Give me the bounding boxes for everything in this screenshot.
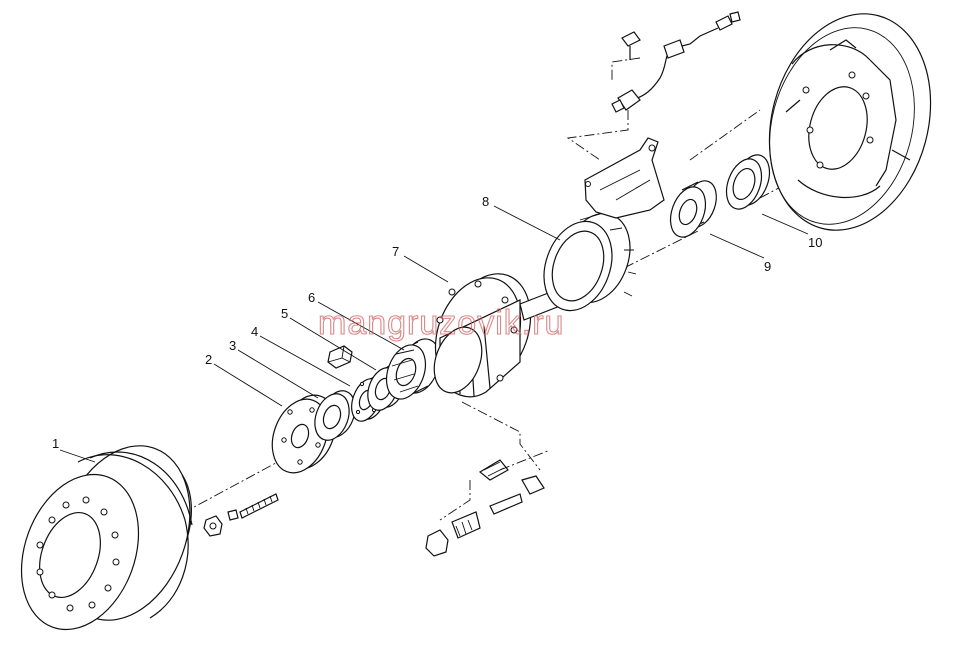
axle-flange	[271, 394, 337, 474]
callout-4: 4	[251, 324, 258, 339]
brake-drum	[20, 445, 193, 631]
sensor-bracket	[584, 137, 665, 219]
callout-7: 7	[392, 244, 399, 259]
watermark-text: mangruzovik.ru	[318, 304, 564, 342]
callout-3: 3	[229, 338, 236, 353]
backing-plate	[768, 13, 932, 231]
callout-9: 9	[764, 259, 771, 274]
callout-6: 6	[308, 290, 315, 305]
stud-leader-lines	[439, 401, 551, 521]
wheel-nut	[203, 509, 239, 537]
gasket	[314, 390, 356, 441]
callout-1: 1	[52, 436, 59, 451]
wheel-stud	[239, 493, 279, 519]
oil-seal	[725, 154, 771, 210]
abs-sensor	[611, 11, 741, 113]
callout-8: 8	[482, 194, 489, 209]
tone-ring	[543, 212, 637, 312]
stud-nuts-group	[425, 459, 545, 557]
callout-5: 5	[281, 306, 288, 321]
drum-bolt-holes	[36, 496, 120, 612]
sensor-leader-lines	[566, 57, 761, 161]
inner-bearing	[669, 180, 717, 238]
callout-2: 2	[205, 352, 212, 367]
callout-10: 10	[808, 235, 822, 250]
outer-bearing	[385, 338, 441, 400]
callout-leaders	[59, 205, 809, 463]
small-nut	[327, 345, 353, 369]
